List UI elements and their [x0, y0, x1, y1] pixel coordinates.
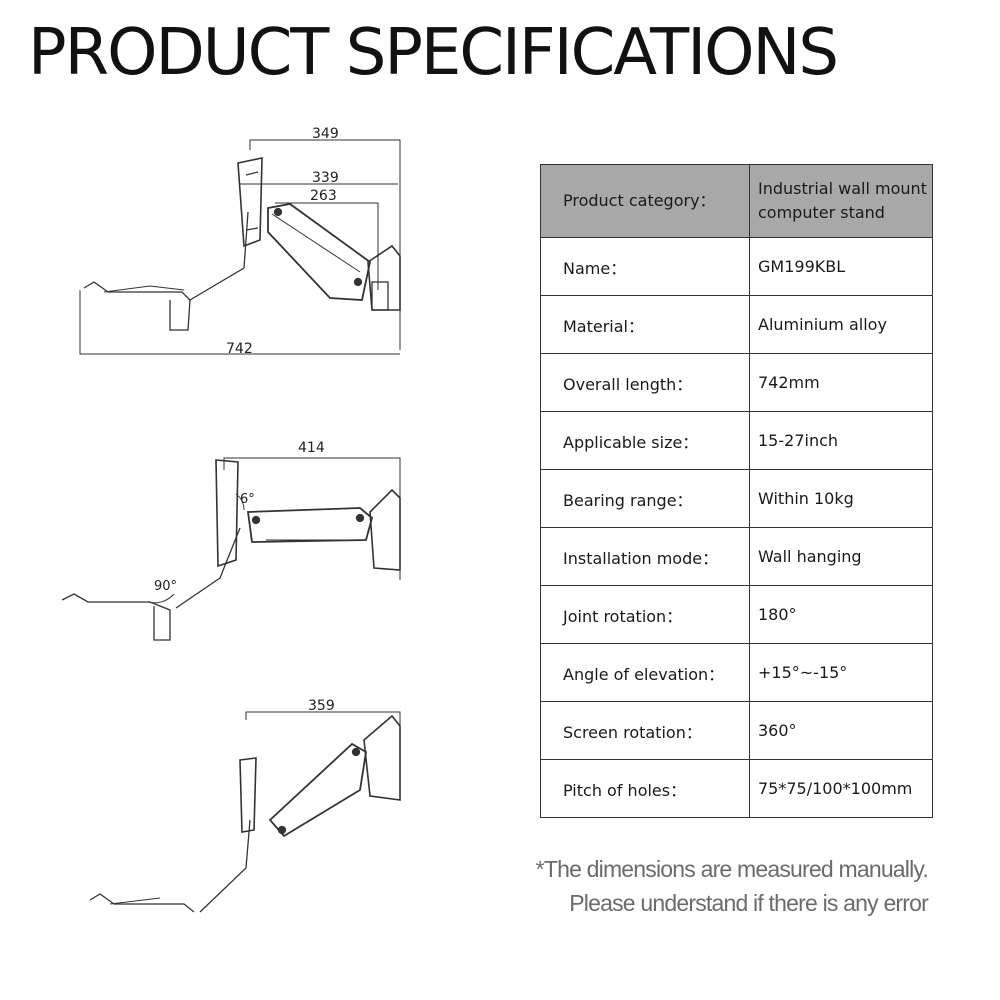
spec-value: Wall hanging — [749, 527, 933, 586]
spec-value: GM199KBL — [749, 237, 933, 296]
angle-90: 90° — [154, 579, 177, 594]
spec-label: Installation mode： — [540, 527, 750, 586]
dimension-263: 263 — [310, 188, 337, 204]
note-line-2: Please understand if there is any error — [569, 890, 929, 916]
spec-label: Material： — [540, 295, 750, 354]
spec-value: +15°~-15° — [749, 643, 933, 702]
drawing-top — [79, 139, 401, 355]
spec-row: Joint rotation： 180° — [540, 585, 933, 644]
spec-label: Pitch of holes： — [540, 759, 750, 818]
spec-value: 75*75/100*100mm — [749, 759, 933, 818]
spec-row: Bearing range： Within 10kg — [540, 469, 933, 528]
dimension-339: 339 — [312, 170, 339, 186]
spec-row: Material： Aluminium alloy — [540, 295, 933, 354]
spec-value: Aluminium alloy — [749, 295, 933, 354]
spec-label: Applicable size： — [540, 411, 750, 470]
spec-row: Applicable size： 15-27inch — [540, 411, 933, 470]
spec-value: 742mm — [749, 353, 933, 412]
dimension-359: 359 — [308, 698, 335, 714]
page-title: PRODUCT SPECIFICATIONS — [28, 16, 839, 90]
dimension-742: 742 — [226, 341, 253, 357]
spec-header-row: Product category： Industrial wall mount … — [540, 164, 933, 238]
spec-row: Pitch of holes： 75*75/100*100mm — [540, 759, 933, 818]
spec-row: Overall length： 742mm — [540, 353, 933, 412]
spec-label: Joint rotation： — [540, 585, 750, 644]
angle-6: 6° — [240, 492, 255, 507]
spec-label: Product category： — [540, 164, 750, 238]
spec-label: Name： — [540, 237, 750, 296]
dimension-414: 414 — [298, 440, 325, 456]
spec-label: Screen rotation： — [540, 701, 750, 760]
spec-row: Screen rotation： 360° — [540, 701, 933, 760]
note-line-1: *The dimensions are measured manually. — [535, 856, 929, 882]
spec-label: Angle of elevation： — [540, 643, 750, 702]
spec-value: Industrial wall mount computer stand — [749, 164, 933, 238]
spec-row: Name： GM199KBL — [540, 237, 933, 296]
spec-row: Angle of elevation： +15°~-15° — [540, 643, 933, 702]
drawing-middle — [61, 457, 401, 641]
spec-row: Installation mode： Wall hanging — [540, 527, 933, 586]
spec-value: 360° — [749, 701, 933, 760]
spec-value: 15-27inch — [749, 411, 933, 470]
spec-label: Overall length： — [540, 353, 750, 412]
spec-value: 180° — [749, 585, 933, 644]
dimension-349: 349 — [312, 126, 339, 142]
spec-value: Within 10kg — [749, 469, 933, 528]
measurement-note: *The dimensions are measured manually. P… — [535, 852, 929, 920]
drawing-bottom — [89, 711, 401, 913]
spec-label: Bearing range： — [540, 469, 750, 528]
technical-drawings: 349 339 263 742 414 6° 90° 359 — [61, 126, 401, 913]
spec-table: Product category： Industrial wall mount … — [540, 164, 933, 818]
